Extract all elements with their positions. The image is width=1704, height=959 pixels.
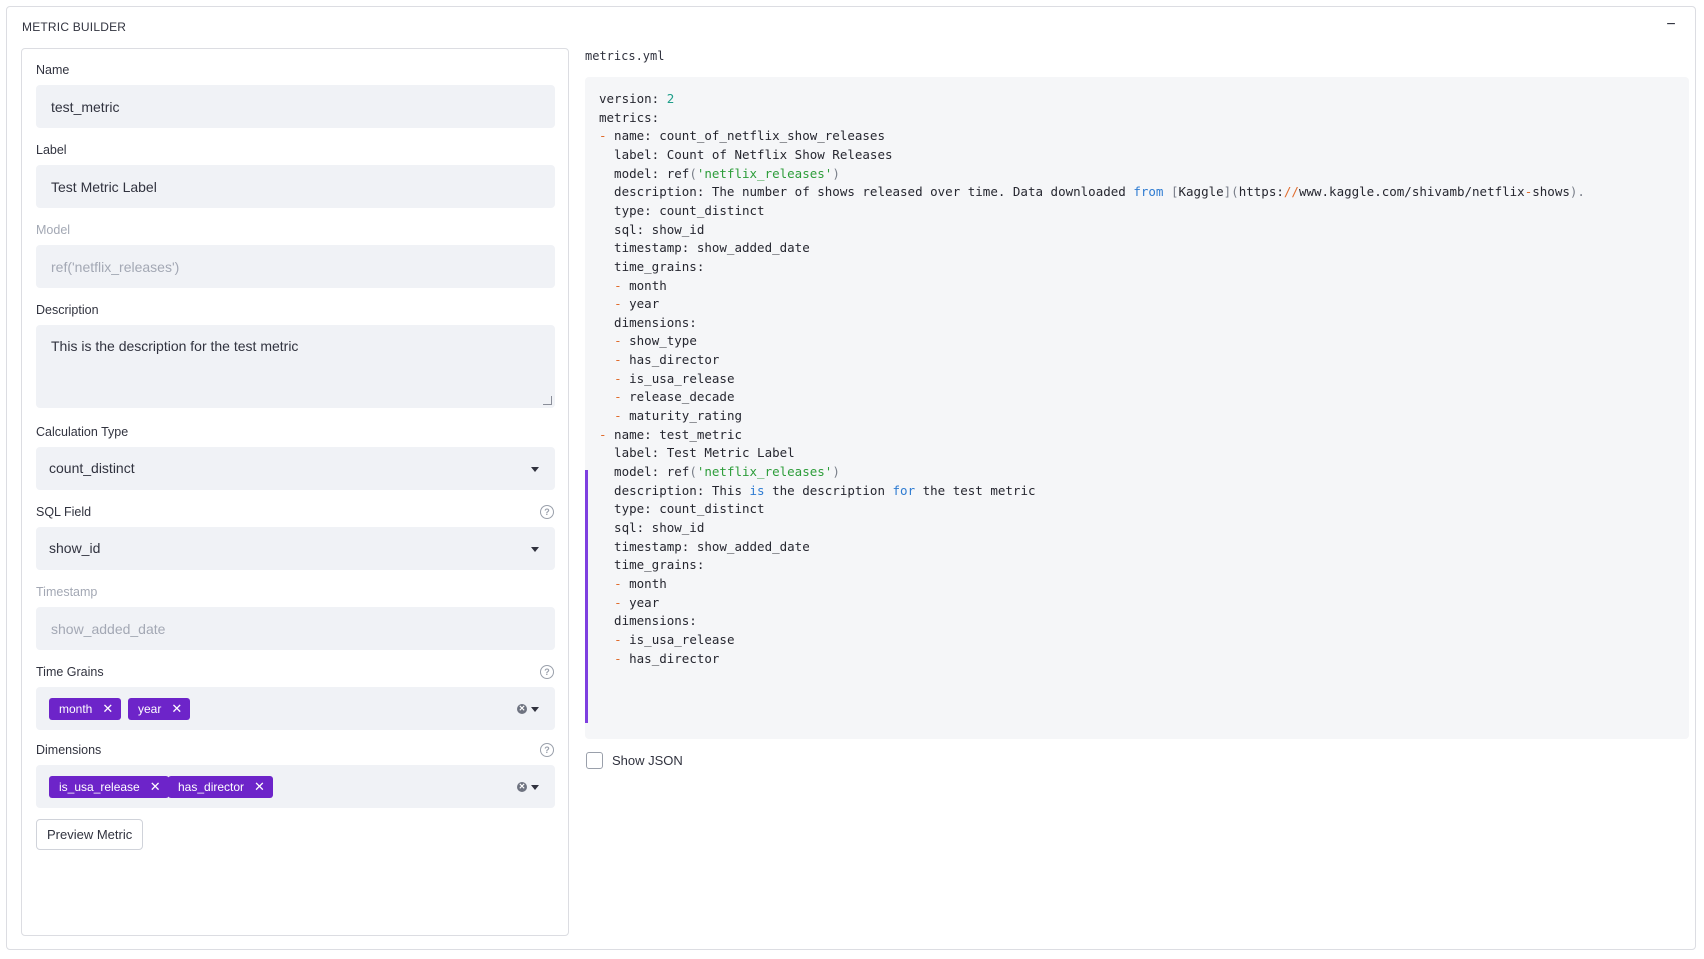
remove-tag-icon[interactable]: ✕	[171, 701, 183, 716]
code-line: - year	[614, 296, 660, 312]
description-label: Description	[36, 303, 99, 317]
remove-tag-icon[interactable]: ✕	[102, 701, 114, 716]
code-line: - has_director	[614, 352, 720, 368]
timestamp-field	[36, 607, 555, 650]
collapse-button[interactable]: −	[1666, 16, 1676, 33]
help-icon[interactable]: ?	[540, 665, 554, 679]
code-line: - is_usa_release	[614, 631, 735, 647]
label-input[interactable]	[37, 166, 554, 207]
code-filename: metrics.yml	[585, 49, 665, 63]
calculation-type-value: count_distinct	[49, 460, 135, 476]
dimensions-label: Dimensions	[36, 743, 102, 757]
sql-field-value: show_id	[49, 540, 101, 556]
tag-label: year	[138, 702, 162, 716]
tag-label: month	[59, 702, 93, 716]
name-label: Name	[36, 63, 70, 77]
code-line: - name: count_of_netflix_show_releases	[599, 128, 885, 144]
label-field[interactable]	[36, 165, 555, 208]
model-input	[37, 246, 554, 287]
model-label: Model	[36, 223, 71, 237]
model-field	[36, 245, 555, 288]
name-input[interactable]	[37, 86, 554, 127]
help-icon[interactable]: ?	[540, 505, 554, 519]
code-line: dimensions:	[599, 613, 697, 629]
calculation-type-label: Calculation Type	[36, 425, 129, 439]
code-line: - has_director	[614, 650, 720, 666]
code-line: model: ref('netflix_releases')	[599, 464, 840, 479]
code-line: - is_usa_release	[614, 370, 735, 386]
code-line: - year	[614, 594, 660, 610]
tag-is-usa-release: is_usa_release ✕	[49, 776, 169, 798]
timestamp-label: Timestamp	[36, 585, 98, 599]
code-line: label: Count of Netflix Show Releases	[599, 146, 893, 162]
tag-label: is_usa_release	[59, 780, 140, 794]
code-line: dimensions:	[599, 314, 697, 330]
code-line: type: count_distinct	[599, 501, 765, 517]
calculation-type-select[interactable]: count_distinct	[36, 447, 555, 490]
tag-year: year ✕	[128, 698, 191, 720]
preview-metric-button[interactable]: Preview Metric	[36, 819, 144, 850]
timestamp-input	[37, 608, 554, 649]
code-line: time_grains:	[599, 258, 705, 274]
show-json-label[interactable]: Show JSON	[612, 753, 683, 768]
code-line: - maturity_rating	[614, 408, 743, 424]
code-line: - month	[614, 575, 667, 591]
code-line: time_grains:	[599, 557, 705, 573]
code-line: description: This is the description for…	[599, 482, 1036, 498]
code-line: - release_decade	[614, 389, 735, 405]
resize-grip-icon[interactable]	[543, 396, 552, 405]
code-line: timestamp: show_added_date	[599, 240, 810, 256]
chevron-down-icon[interactable]	[531, 707, 539, 712]
chevron-down-icon[interactable]	[531, 785, 539, 790]
metric-builder-panel: METRIC BUILDER −	[6, 6, 1696, 950]
code-line: - show_type	[614, 333, 697, 349]
tag-label: has_director	[178, 780, 245, 794]
description-textarea[interactable]: This is the description for the test met…	[37, 326, 554, 407]
time-grains-multiselect[interactable]: month ✕ year ✕ ✕	[36, 687, 555, 730]
name-field[interactable]	[36, 85, 555, 128]
clear-all-icon[interactable]: ✕	[517, 782, 527, 792]
chevron-down-icon[interactable]	[531, 547, 539, 552]
code-line: type: count_distinct	[599, 202, 765, 218]
tag-month: month ✕	[49, 698, 122, 720]
panel-title: METRIC BUILDER	[22, 20, 127, 34]
code-line: metrics:	[599, 109, 660, 125]
code-line: model: ref('netflix_releases')	[599, 165, 840, 181]
tag-has-director: has_director ✕	[168, 776, 273, 798]
code-line: - month	[614, 277, 667, 293]
remove-tag-icon[interactable]: ✕	[149, 779, 161, 794]
code-line: description: The number of shows release…	[599, 184, 1585, 200]
description-field[interactable]: This is the description for the test met…	[36, 325, 555, 408]
sql-field-select[interactable]: show_id	[36, 527, 555, 570]
code-line: timestamp: show_added_date	[599, 538, 810, 554]
code-line: version: 2	[599, 91, 675, 106]
show-json-checkbox[interactable]	[586, 752, 603, 769]
code-line: label: Test Metric Label	[599, 445, 795, 461]
chevron-down-icon[interactable]	[531, 467, 539, 472]
dimensions-multiselect[interactable]: is_usa_release ✕ has_director ✕ ✕	[36, 765, 555, 808]
help-icon[interactable]: ?	[540, 743, 554, 757]
changed-lines-indicator	[585, 470, 588, 723]
remove-tag-icon[interactable]: ✕	[254, 779, 265, 794]
metric-form: Name Label Model Description This is the…	[21, 48, 569, 936]
sql-field-label: SQL Field	[36, 505, 92, 519]
label-label: Label	[36, 143, 67, 157]
code-line: sql: show_id	[599, 221, 705, 237]
time-grains-label: Time Grains	[36, 665, 104, 679]
code-line: sql: show_id	[599, 519, 705, 535]
yaml-code-block: version: 2 metrics: - name: count_of_netfl…	[585, 77, 1689, 739]
clear-all-icon[interactable]: ✕	[517, 704, 527, 714]
code-line: - name: test_metric	[599, 426, 742, 442]
